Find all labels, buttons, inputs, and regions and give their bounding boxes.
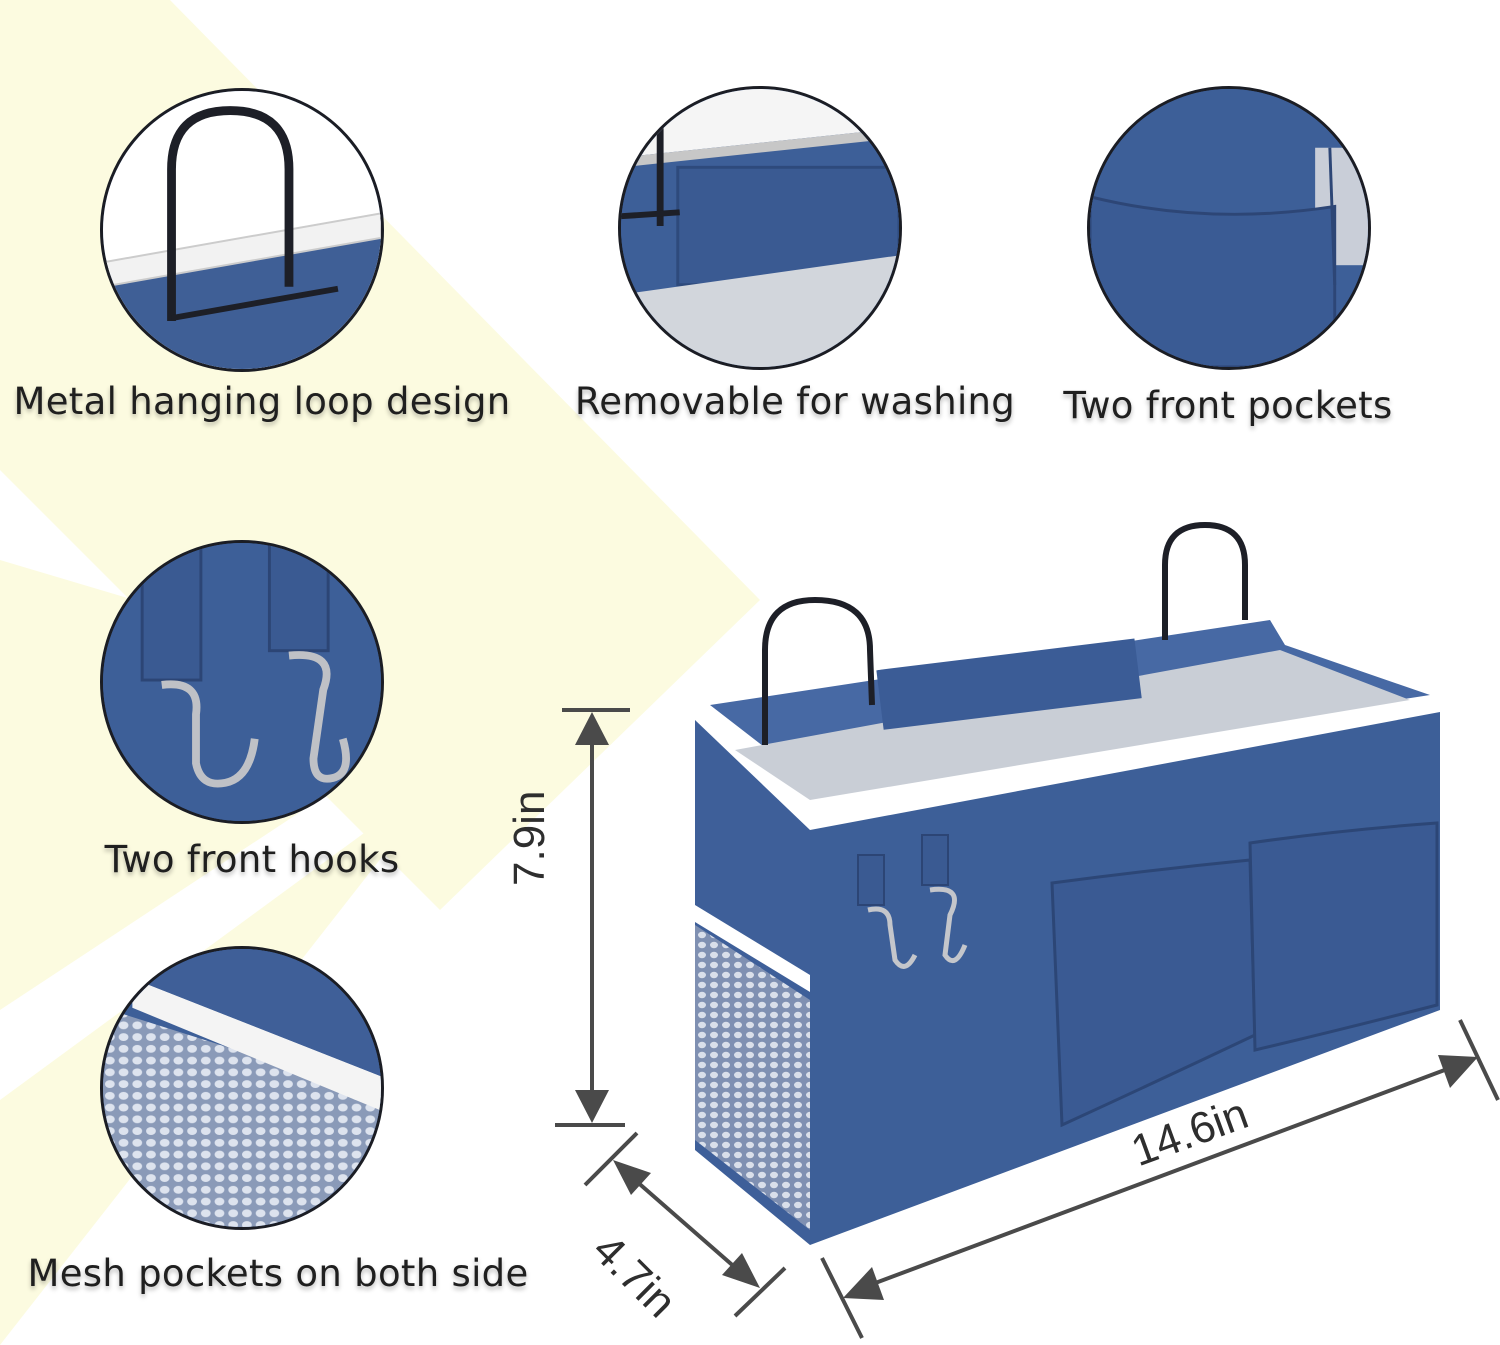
right-hanging-loop bbox=[1162, 521, 1248, 640]
left-hanging-loop bbox=[762, 596, 875, 745]
hook-strap-left bbox=[857, 854, 885, 906]
height-dimension-label: 7.9in bbox=[505, 790, 554, 886]
hook-strap-right bbox=[921, 834, 949, 886]
front-hooks-detail-image bbox=[100, 540, 384, 824]
front-pockets-detail-image bbox=[1087, 86, 1371, 370]
side-mesh-pocket bbox=[695, 925, 810, 1230]
hook-right bbox=[929, 886, 968, 964]
front-pocket-right bbox=[1248, 821, 1439, 1052]
hanging-loop-detail-image bbox=[100, 88, 384, 372]
removable-caption: Removable for washing bbox=[574, 380, 1016, 423]
front-pockets-caption: Two front pockets bbox=[1063, 384, 1393, 427]
hanging-loop-caption: Metal hanging loop design bbox=[13, 380, 511, 423]
removable-detail-image bbox=[618, 86, 902, 370]
velcro-strap bbox=[876, 638, 1142, 730]
mesh-pockets-caption: Mesh pockets on both side bbox=[27, 1252, 529, 1295]
front-hooks-caption: Two front hooks bbox=[104, 838, 400, 881]
side-mesh-trim bbox=[695, 905, 810, 992]
mesh-pockets-detail-image bbox=[100, 946, 384, 1230]
organizer-inner-floor bbox=[735, 650, 1410, 800]
dimension-lines bbox=[555, 708, 1500, 1339]
hook-left bbox=[867, 906, 918, 969]
